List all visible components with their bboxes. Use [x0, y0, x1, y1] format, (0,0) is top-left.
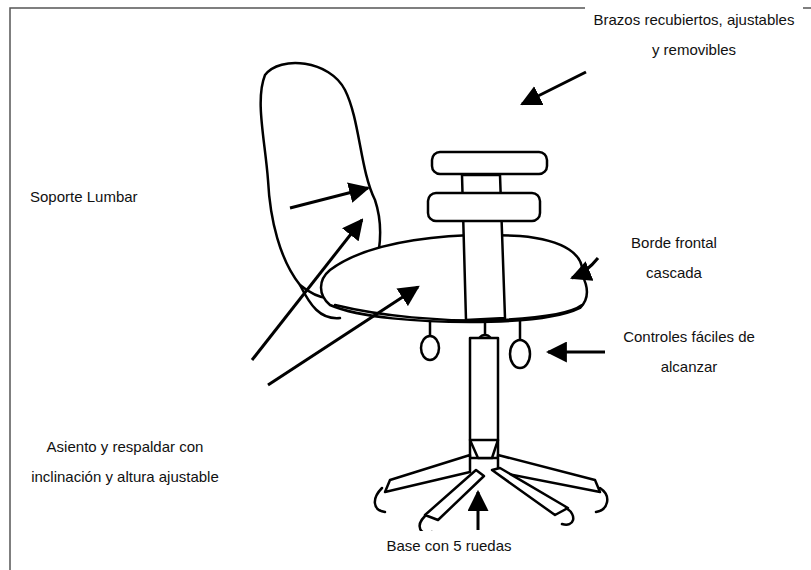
leader-arrow [522, 72, 586, 104]
part-label: Borde frontal cascada [600, 228, 748, 288]
part-label: Controles fáciles de alcanzar [605, 322, 773, 382]
leader-arrow [477, 492, 480, 530]
control-knob [421, 336, 439, 360]
wheel [562, 508, 573, 525]
part-label: Soporte Lumbar [26, 182, 234, 212]
wheel [596, 488, 607, 512]
frame [10, 8, 811, 570]
column [470, 338, 498, 458]
seat [321, 235, 587, 322]
leader-arrow [290, 188, 368, 208]
control-knob [510, 340, 530, 368]
base-hub [470, 440, 498, 458]
leader-arrow [548, 351, 605, 354]
wheel [375, 488, 385, 512]
leader-arrow [572, 258, 598, 278]
base-leg [425, 470, 484, 520]
arm-pad [428, 193, 540, 221]
part-label: Asiento y respaldar con inclinación y al… [26, 432, 224, 492]
leader-arrow [252, 220, 362, 360]
part-label: Base con 5 ruedas [340, 531, 558, 561]
leader-arrow [268, 287, 418, 385]
base-leg [492, 468, 568, 515]
part-label: Brazos recubiertos, ajustables y removib… [585, 5, 803, 65]
arm-pad [432, 152, 547, 174]
